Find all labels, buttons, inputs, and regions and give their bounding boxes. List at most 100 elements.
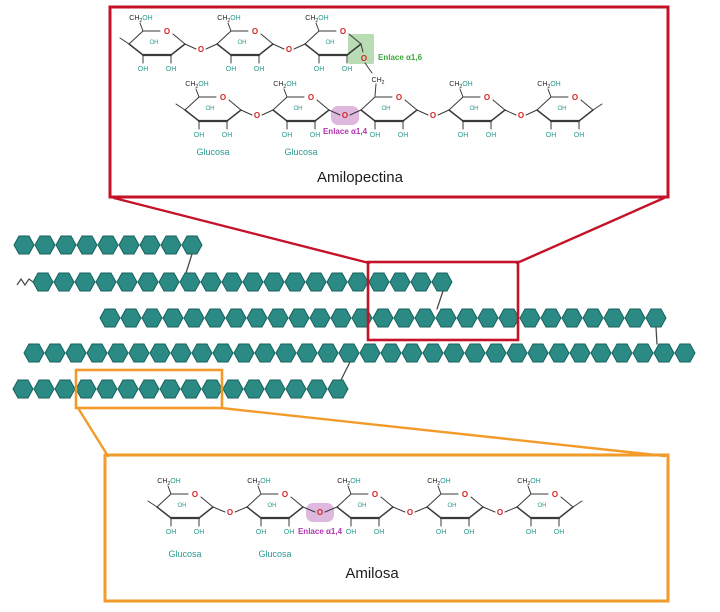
glucose-hexagon bbox=[285, 379, 307, 399]
glycosidic-oxygen: O bbox=[430, 111, 436, 120]
bond-line bbox=[302, 506, 316, 513]
ch2oh-label: CH2OH bbox=[185, 81, 208, 90]
glucose-hexagon bbox=[527, 343, 549, 363]
glucose-hexagon bbox=[55, 235, 77, 255]
glucose-hexagon bbox=[44, 343, 66, 363]
enlace-alpha-1-4-label: Enlace α1,4 bbox=[323, 127, 368, 136]
ring-oxygen: O bbox=[552, 490, 558, 499]
glucose-hexagon bbox=[653, 343, 675, 363]
glucose-hexagon bbox=[242, 272, 264, 292]
bond-line bbox=[328, 109, 341, 116]
glucose-hexagon bbox=[160, 235, 182, 255]
amylopectin-panel-border bbox=[108, 5, 670, 199]
glucose-hexagon bbox=[97, 235, 119, 255]
hydroxyl-label: OH bbox=[194, 132, 205, 139]
glucose-hexagon bbox=[327, 379, 349, 399]
glucose-hexagon bbox=[264, 379, 286, 399]
glucosa-label: Glucosa bbox=[196, 147, 229, 157]
orange-callout-line bbox=[219, 406, 667, 458]
glucose-hexagon bbox=[485, 343, 507, 363]
glucose-hexagon bbox=[118, 235, 140, 255]
branch-connector bbox=[340, 361, 351, 381]
glucose-hexagon bbox=[309, 308, 331, 328]
bond-line bbox=[240, 109, 253, 116]
hydroxyl-label: OH bbox=[554, 529, 565, 536]
bond-line bbox=[336, 506, 352, 519]
glucose-hexagon bbox=[181, 235, 203, 255]
bond-line bbox=[380, 496, 394, 508]
glucose-hexagon bbox=[632, 343, 654, 363]
glucosa-label: Glucosa bbox=[168, 549, 201, 559]
hydroxyl-label: OH bbox=[436, 529, 447, 536]
bond-line bbox=[426, 493, 442, 508]
ch2oh-label: CH2OH bbox=[427, 478, 450, 487]
glucose-hexagon bbox=[120, 308, 142, 328]
bond-line bbox=[216, 43, 232, 56]
bond-line bbox=[547, 88, 552, 98]
glucose-hexagon bbox=[54, 379, 76, 399]
bond-line bbox=[578, 109, 594, 122]
glucose-hexagon bbox=[288, 308, 310, 328]
ring-oxygen: O bbox=[282, 490, 288, 499]
bond-line bbox=[360, 43, 364, 53]
terminal-bond bbox=[175, 103, 186, 111]
glucose-hexagon bbox=[117, 379, 139, 399]
bond-line bbox=[349, 109, 362, 116]
ring-oxygen: O bbox=[572, 93, 578, 102]
bond-line bbox=[347, 485, 352, 495]
glucose-hexagon bbox=[86, 343, 108, 363]
bond-line bbox=[304, 30, 320, 45]
hydroxyl-label: OH bbox=[370, 132, 381, 139]
bond-line bbox=[448, 109, 464, 122]
glucose-hexagon bbox=[99, 308, 121, 328]
amylose-focus-rect bbox=[74, 368, 224, 410]
ch2oh-label: CH2OH bbox=[247, 478, 270, 487]
red-callout-line bbox=[515, 196, 666, 265]
amylopectin-title: Amilopectina bbox=[317, 169, 404, 186]
ring-oxygen: O bbox=[396, 93, 402, 102]
bond-line bbox=[257, 485, 262, 495]
glucose-hexagon bbox=[12, 379, 34, 399]
hydroxyl-label: OH bbox=[558, 106, 567, 112]
glucose-hexagon bbox=[443, 343, 465, 363]
bond-line bbox=[437, 109, 450, 116]
alpha-1-4-highlight bbox=[306, 503, 334, 522]
ring-oxygen: O bbox=[462, 490, 468, 499]
bond-line bbox=[198, 506, 214, 519]
glucose-hexagon bbox=[225, 308, 247, 328]
glucose-hexagon bbox=[347, 272, 369, 292]
glucose-hexagon bbox=[498, 308, 520, 328]
alpha-1-4-highlight bbox=[331, 106, 359, 125]
hydroxyl-label: OH bbox=[166, 529, 177, 536]
ring-oxygen: O bbox=[220, 93, 226, 102]
glucose-hexagon bbox=[222, 379, 244, 399]
hydroxyl-label: OH bbox=[448, 503, 457, 509]
glycosidic-oxygen: O bbox=[407, 508, 413, 517]
bond-line bbox=[234, 506, 248, 513]
ring-oxygen: O bbox=[484, 93, 490, 102]
ch2oh-label: CH2OH bbox=[217, 15, 240, 24]
glucose-hexagon bbox=[254, 343, 276, 363]
bond-line bbox=[516, 493, 532, 508]
glucose-hexagon bbox=[296, 343, 318, 363]
hydroxyl-label: OH bbox=[346, 529, 357, 536]
ring-oxygen: O bbox=[252, 27, 258, 36]
bond-line bbox=[290, 496, 304, 508]
bond-line bbox=[156, 493, 172, 508]
glucose-hexagon bbox=[116, 272, 138, 292]
amylose-title: Amilosa bbox=[345, 565, 399, 582]
glucose-hexagon bbox=[540, 308, 562, 328]
bond-line bbox=[482, 506, 496, 513]
bond-line bbox=[336, 493, 352, 508]
hydroxyl-label: OH bbox=[326, 40, 335, 46]
bond-line bbox=[459, 88, 464, 98]
glucose-hexagon bbox=[221, 272, 243, 292]
glucose-hexagon bbox=[548, 343, 570, 363]
ring-oxygen: O bbox=[372, 490, 378, 499]
glycosidic-oxygen: O bbox=[227, 508, 233, 517]
hydroxyl-label: OH bbox=[546, 132, 557, 139]
hydroxyl-label: OH bbox=[294, 106, 303, 112]
glucose-hexagon bbox=[141, 308, 163, 328]
hydroxyl-label: OH bbox=[526, 529, 537, 536]
